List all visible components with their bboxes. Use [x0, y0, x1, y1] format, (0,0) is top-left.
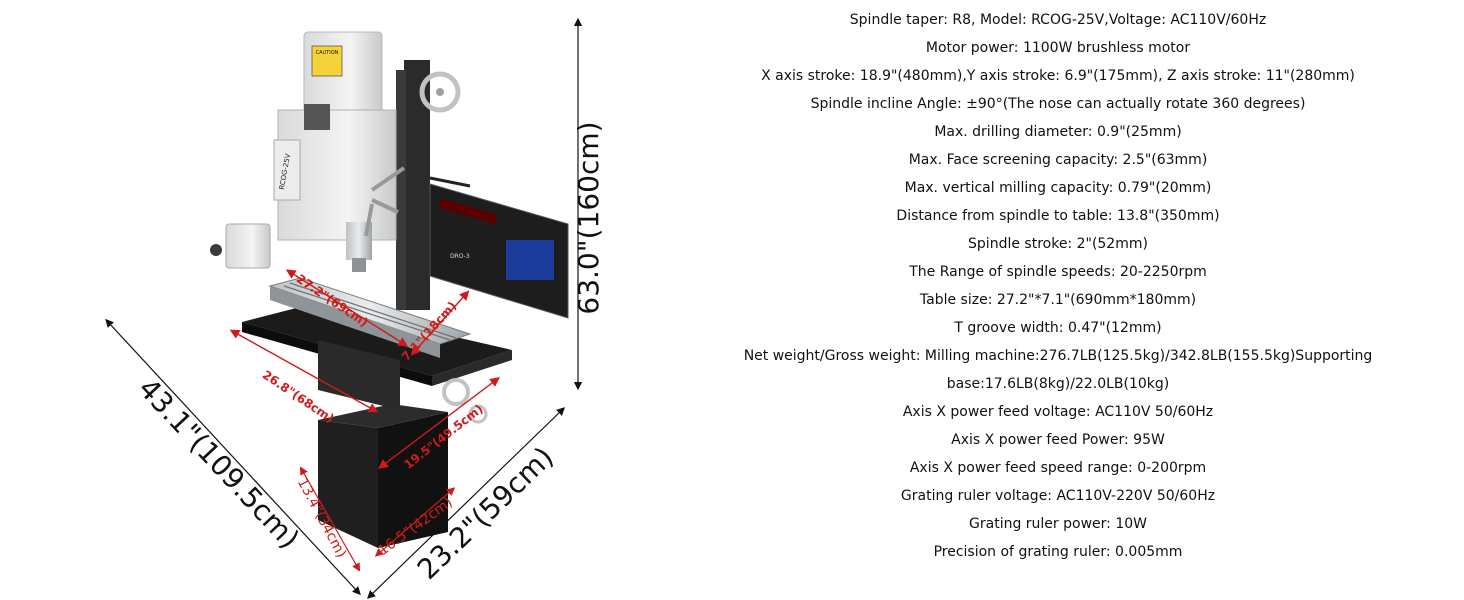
product-image: CAUTION RCOG-25V DRO-3 63.0"(160cm): [105, 17, 605, 599]
spec-line: Grating ruler power: 10W: [969, 516, 1147, 532]
feed-handle-1: [370, 166, 406, 192]
dro-label: DRO-3: [450, 253, 470, 260]
spec-line: Axis X power feed Power: 95W: [951, 432, 1165, 448]
tray-width-line: [378, 377, 500, 469]
table-length-line: [285, 269, 409, 347]
spec-list: Spindle taper: R8, Model: RCOG-25V,Volta…: [700, 6, 1416, 566]
spec-line: Table size: 27.2"*7.1"(690mm*180mm): [919, 292, 1197, 308]
spec-line: Spindle stroke: 2"(52mm): [968, 236, 1148, 252]
spec-line: Spindle incline Angle: ±90°(The nose can…: [810, 96, 1306, 112]
power-feed-unit: [225, 223, 271, 269]
column-face: [396, 70, 406, 310]
table-width-line: [410, 290, 470, 356]
spec-line: Axis X power feed speed range: 0-200rpm: [909, 460, 1207, 476]
caution-label: CAUTION: [316, 50, 339, 56]
head-label-panel: [273, 139, 301, 201]
spec-line: Net weight/Gross weight: Milling machine…: [743, 348, 1373, 364]
column: [404, 60, 430, 310]
caution-sticker: [311, 45, 343, 77]
spec-line: Max. drilling diameter: 0.9"(25mm): [934, 124, 1182, 140]
chip-tray-side: [432, 350, 512, 386]
head-handwheel-hub: [436, 88, 444, 96]
spec-line: Precision of grating ruler: 0.005mm: [933, 544, 1183, 560]
y-handwheel: [442, 378, 470, 406]
depth-dimension: 43.1"(109.5cm): [132, 372, 306, 555]
dro-screen-1: [440, 198, 496, 225]
spec-line: Max. Face screening capacity: 2.5"(63mm): [908, 152, 1208, 168]
feed-handle-2: [371, 198, 399, 214]
spec-line: Distance from spindle to table: 13.8"(35…: [896, 208, 1220, 224]
spindle-nose: [352, 258, 366, 272]
spec-line: T groove width: 0.47"(12mm): [954, 320, 1162, 336]
base-width-line: [374, 487, 456, 557]
spec-line: base:17.6LB(8kg)/22.0LB(10kg): [946, 376, 1170, 392]
spec-line: Max. vertical milling capacity: 0.79"(20…: [904, 180, 1212, 196]
power-feed-knob: [210, 244, 222, 256]
dro-keypad: [506, 240, 554, 280]
spec-line: Grating ruler voltage: AC110V-220V 50/60…: [900, 488, 1216, 504]
width-dimension-line: [366, 407, 566, 599]
head-handwheel: [419, 71, 461, 113]
dro-arm: [429, 176, 471, 188]
spec-line: The Range of spindle speeds: 20-2250rpm: [909, 264, 1207, 280]
spec-line: Motor power: 1100W brushless motor: [925, 40, 1191, 56]
head-vent: [304, 104, 330, 130]
dro-display: [429, 183, 569, 319]
height-dimension: 63.0"(160cm): [572, 121, 605, 314]
base-depth-line: [299, 466, 361, 572]
spec-line: Axis X power feed voltage: AC110V 50/60H…: [902, 404, 1214, 420]
tray-length-line: [229, 329, 379, 413]
spec-line: X axis stroke: 18.9"(480mm),Y axis strok…: [761, 68, 1355, 84]
feed-handle-3: [364, 203, 374, 237]
spec-line: Spindle taper: R8, Model: RCOG-25V,Volta…: [849, 12, 1267, 28]
